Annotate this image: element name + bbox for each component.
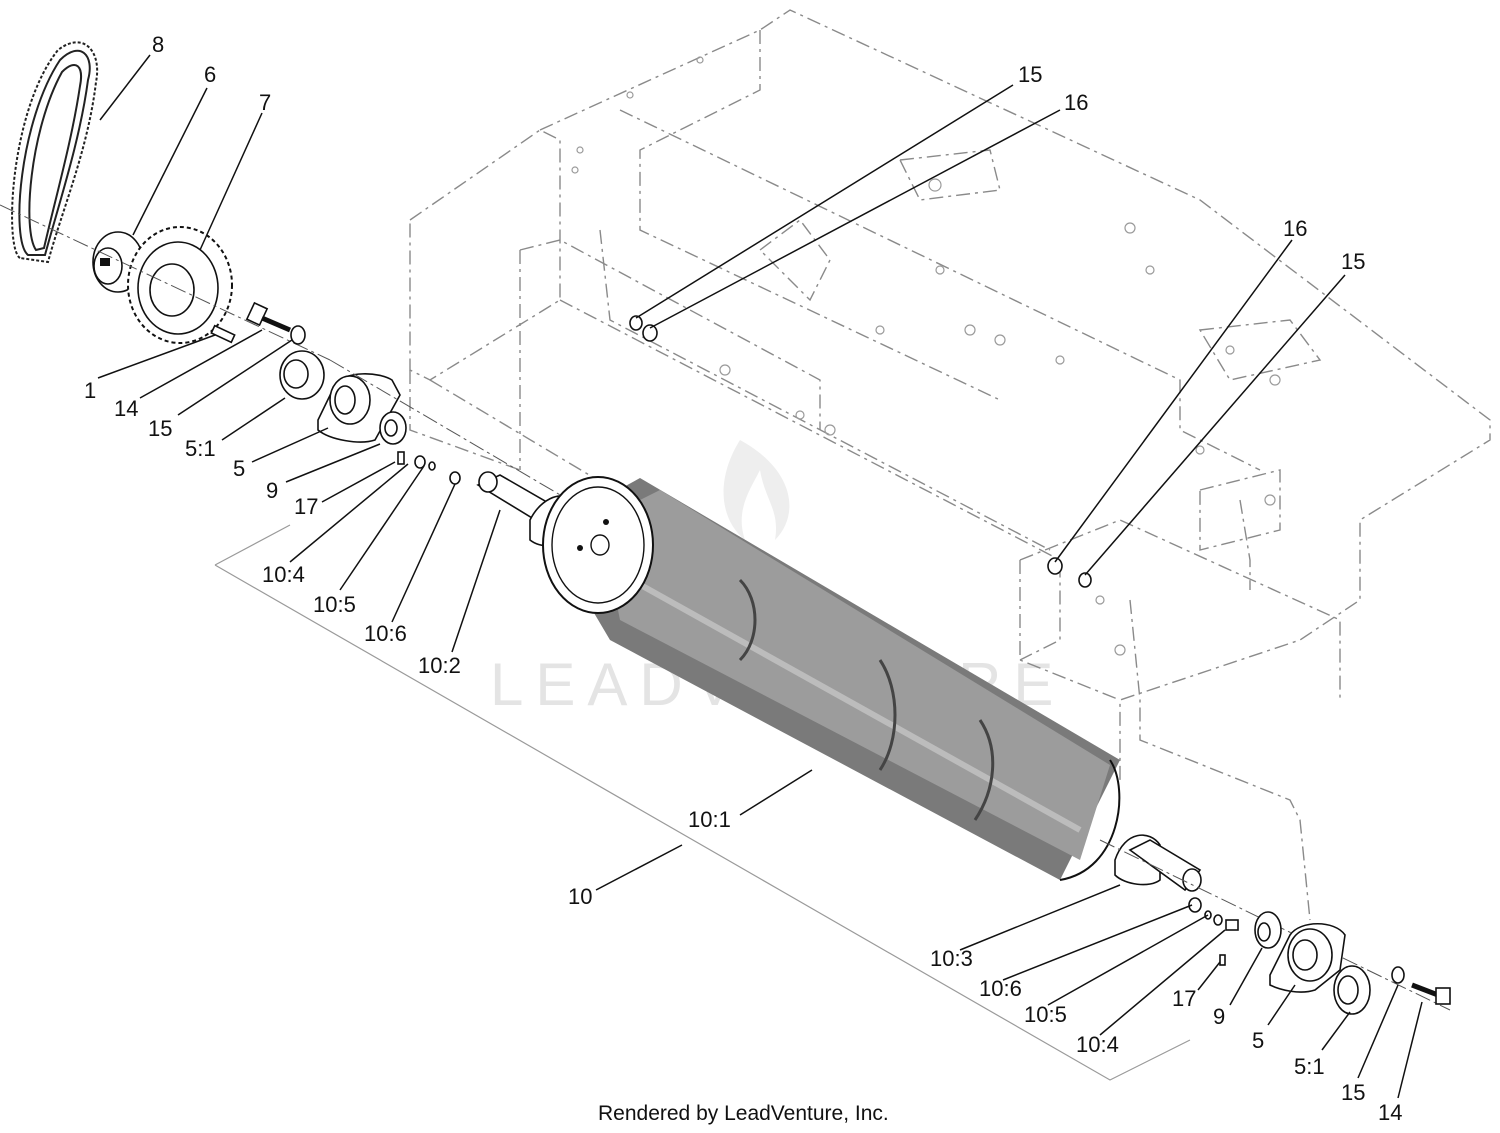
roller: [542, 476, 1121, 881]
label-washer-left: 15: [148, 416, 172, 441]
label-pin-left: 17: [294, 494, 318, 519]
footer-credit: Rendered by LeadVenture, Inc.: [598, 1102, 889, 1125]
label-key: 1: [84, 378, 96, 403]
label-flange-left: 5: [233, 456, 245, 481]
part-labels: 8 6 7 1 14 15 5:1 5 9 17 10:4 10:5 10:6 …: [84, 32, 1402, 1125]
small-parts-left: [397, 451, 461, 485]
watermark-flame-icon: [723, 440, 790, 540]
spacer-left: [379, 411, 407, 445]
label-washer-frame-right: 15: [1341, 249, 1365, 274]
label-bearing-insert-left: 5:1: [185, 436, 216, 461]
drive-chain: [11, 41, 99, 264]
bolt-right: [1391, 966, 1451, 1005]
small-parts-right: [1188, 897, 1239, 966]
label-roller-tube: 10:1: [688, 807, 731, 832]
bearing-insert-right: [1333, 965, 1371, 1015]
leader-lines: [97, 54, 1423, 1099]
label-flange-right: 5: [1252, 1028, 1264, 1053]
label-pin-right: 17: [1172, 986, 1196, 1011]
frame-hardware: [629, 315, 1092, 588]
label-bolt-right: 14: [1378, 1100, 1402, 1125]
label-shaft-left: 10:2: [418, 653, 461, 678]
flange-bearing-right: [1269, 923, 1346, 993]
label-chain: 8: [152, 32, 164, 57]
label-10-5-right: 10:5: [1024, 1002, 1067, 1027]
label-roller-assembly: 10: [568, 884, 592, 909]
label-10-6-right: 10:6: [979, 976, 1022, 1001]
label-washer-right: 15: [1341, 1080, 1365, 1105]
label-bolt-left: 14: [114, 396, 138, 421]
label-sprocket: 7: [259, 90, 271, 115]
shaft-right: [1099, 834, 1451, 1011]
label-washer-frame-left: 15: [1018, 62, 1042, 87]
label-shaft-right: 10:3: [930, 946, 973, 971]
label-10-6-left: 10:6: [364, 621, 407, 646]
label-10-4-left: 10:4: [262, 562, 305, 587]
bearing-insert-left: [279, 350, 325, 400]
assembly-bracket: [214, 524, 1191, 1081]
sprocket: [0, 204, 331, 361]
key: [210, 324, 236, 344]
bolt-left: [245, 301, 306, 345]
label-spacer-frame-right: 16: [1283, 216, 1307, 241]
spacer-right: [1254, 911, 1282, 949]
label-10-5-left: 10:5: [313, 592, 356, 617]
label-spacer-left: 9: [266, 478, 278, 503]
label-hub: 6: [204, 62, 216, 87]
label-10-4-right: 10:4: [1076, 1032, 1119, 1057]
label-spacer-right: 9: [1213, 1004, 1225, 1029]
label-spacer-frame-left: 16: [1064, 90, 1088, 115]
label-bearing-insert-right: 5:1: [1294, 1054, 1325, 1079]
